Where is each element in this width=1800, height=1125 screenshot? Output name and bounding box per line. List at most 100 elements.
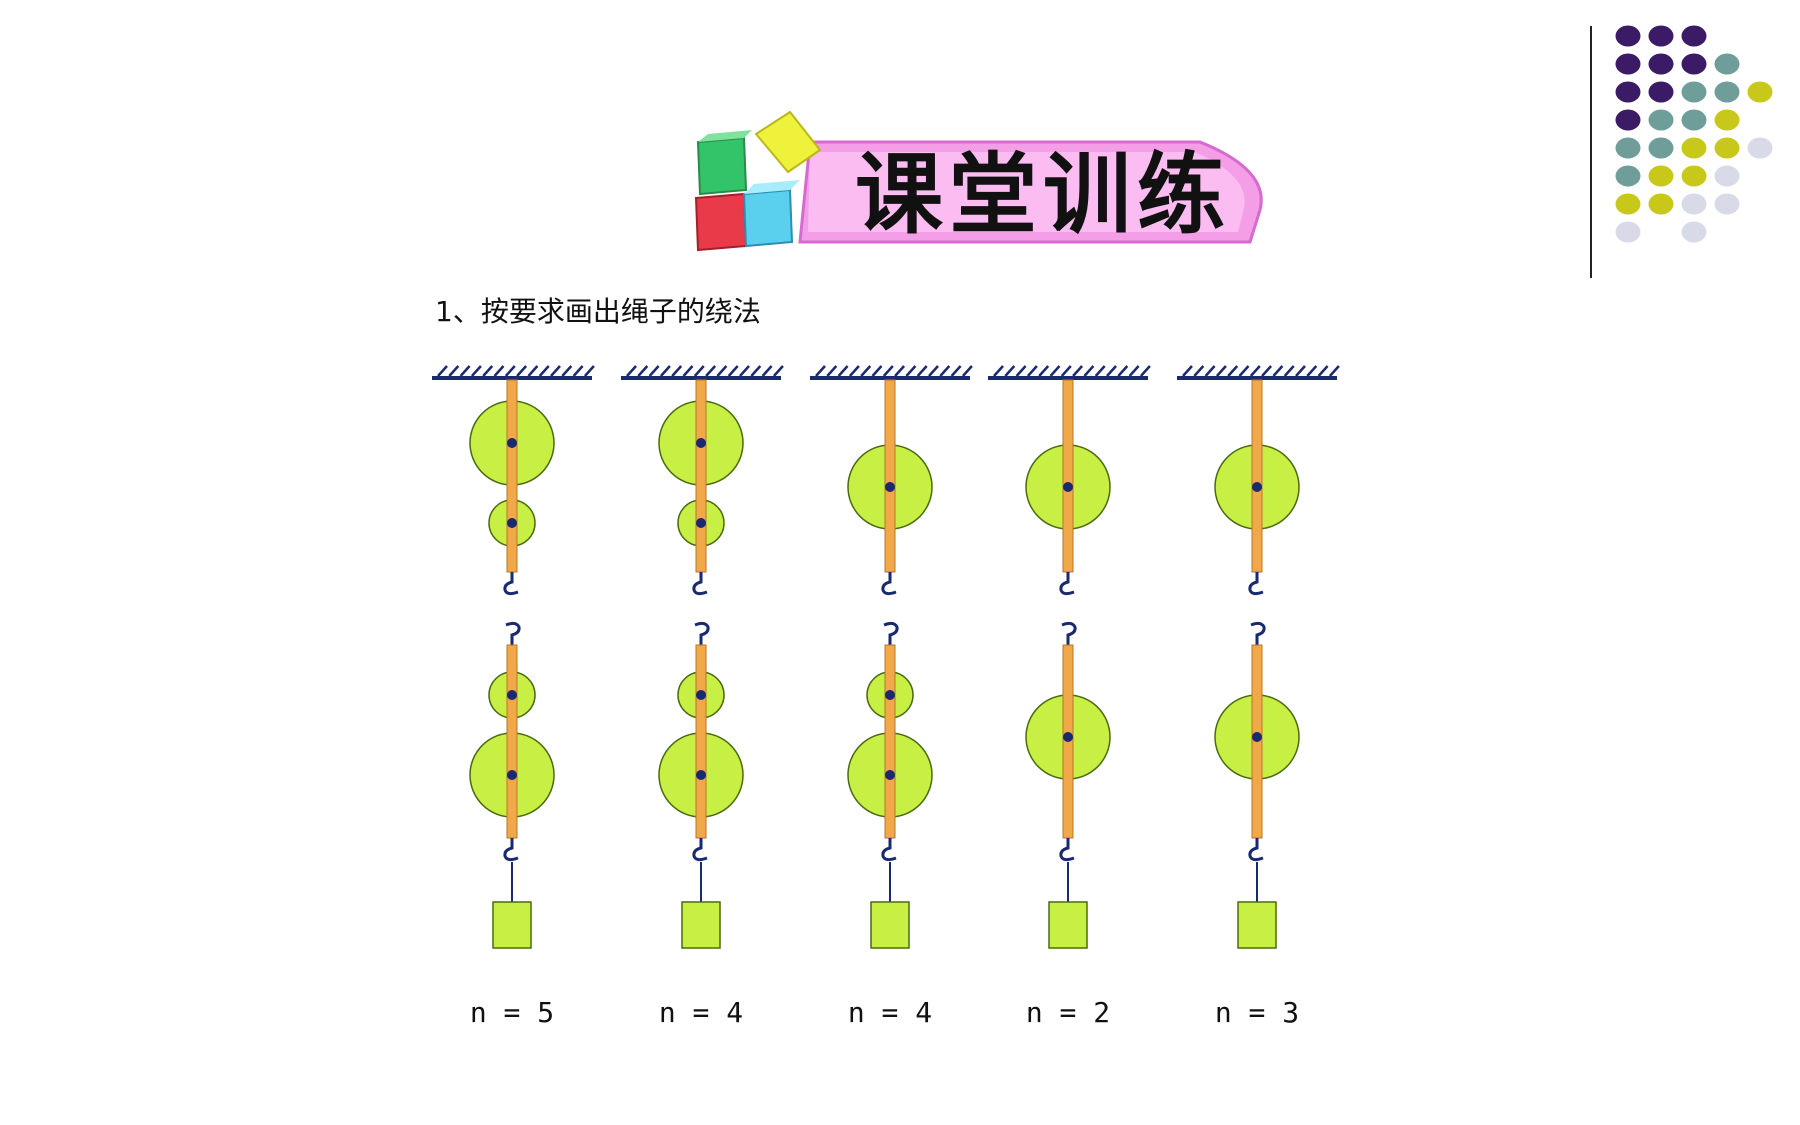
fixed-frame [884,379,896,573]
pulley-axle [696,770,706,780]
hook [1059,572,1075,596]
n-label: n = 2 [1025,996,1111,1029]
decor-dot [1714,137,1740,159]
hook [1248,838,1264,862]
hook [692,838,708,862]
ceiling-hatch [448,365,460,377]
ceiling-hatch [1117,365,1129,377]
ceiling-hatch [1072,365,1084,377]
decor-dot [1747,137,1773,159]
pulley-axle [885,482,895,492]
movable-frame [506,644,518,839]
ceiling-hatch [493,365,505,377]
decor-dot [1648,193,1674,215]
pulley-system [1177,365,1340,949]
hook [1061,621,1077,645]
slide-title: 课堂训练 [855,143,1232,246]
ceiling-hatch [1295,365,1306,377]
decor-dot [1714,165,1740,187]
divider-line [1590,26,1592,278]
hook [881,838,897,862]
fixed-frame [506,379,518,573]
ceiling-hatch [716,365,728,377]
ceiling-hatch [950,365,962,377]
weight-block [492,901,532,949]
ceiling-hatch [1139,365,1151,377]
movable-frame [695,644,707,839]
ceiling-hatch [826,365,838,377]
ceiling-hatch [659,365,671,377]
ceiling-hatch [905,365,917,377]
n-label: n = 4 [847,996,933,1029]
decor-dot [1681,81,1707,103]
decor-dot [1615,221,1641,243]
decor-dot [1747,81,1773,103]
ceiling-hatch [1227,365,1239,377]
decor-dot [1648,53,1674,75]
ceiling-hatch [1193,365,1205,377]
decor-dot [1648,81,1674,103]
ceiling-hatch [538,365,550,377]
ceiling-hatch [648,365,660,377]
ceiling-hatch [871,365,883,377]
cube-cluster-icon [694,110,822,252]
pulley-axle [1252,482,1262,492]
pulley-axle [696,690,706,700]
ceiling-hatch [626,365,637,377]
ceiling-hatch [572,365,584,377]
ceiling-hatch [761,365,773,377]
decor-dot [1714,81,1740,103]
hook [883,621,899,645]
ceiling-hatch [939,365,951,377]
decor-dot [1681,25,1707,47]
ceiling-hatch [504,365,516,377]
fixed-frame [1062,379,1074,573]
ceiling-hatch [1038,365,1050,377]
ceiling-hatch [860,365,872,377]
n-label: n = 4 [658,996,744,1029]
n-label: n = 3 [1214,996,1300,1029]
ceiling-hatch [750,365,762,377]
decor-dot [1714,53,1740,75]
ceiling-hatch [1283,365,1295,377]
decor-dot [1615,165,1641,187]
ceiling-hatch [815,365,826,377]
pulley-axle [885,690,895,700]
decor-dot [1714,109,1740,131]
decor-dot [1615,193,1641,215]
hook [505,621,521,645]
ceiling-hatch [705,365,717,377]
ceiling-hatch [459,365,471,377]
pulley-system [621,365,784,949]
decor-dot [1681,193,1707,215]
decor-dot [1681,165,1707,187]
fixed-frame [1251,379,1263,573]
ceiling-hatch [928,365,939,377]
hook [881,572,897,596]
pulley-axle [507,770,517,780]
pulley-axle [1063,482,1073,492]
ceiling-hatch [993,365,1004,377]
hook [503,838,519,862]
decor-dot [1714,193,1740,215]
ceiling-hatch [1238,365,1250,377]
weight-block [681,901,721,949]
ceiling-hatch [1261,365,1273,377]
ceiling-hatch [561,365,573,377]
pulley-axle [507,438,517,448]
ceiling-hatch [1049,365,1061,377]
ceiling-hatch [1215,365,1227,377]
weight-block [1237,901,1277,949]
ceiling-hatch [727,365,739,377]
ceiling-hatch [894,365,906,377]
ceiling-hatch [1083,365,1095,377]
ceiling-hatch [772,365,784,377]
hook [692,572,708,596]
pulley-axle [1252,732,1262,742]
ceiling-hatch [961,365,973,377]
ceiling-hatch [1094,365,1106,377]
movable-frame [884,644,896,839]
decor-dot [1615,53,1641,75]
pulley-axle [696,518,706,528]
